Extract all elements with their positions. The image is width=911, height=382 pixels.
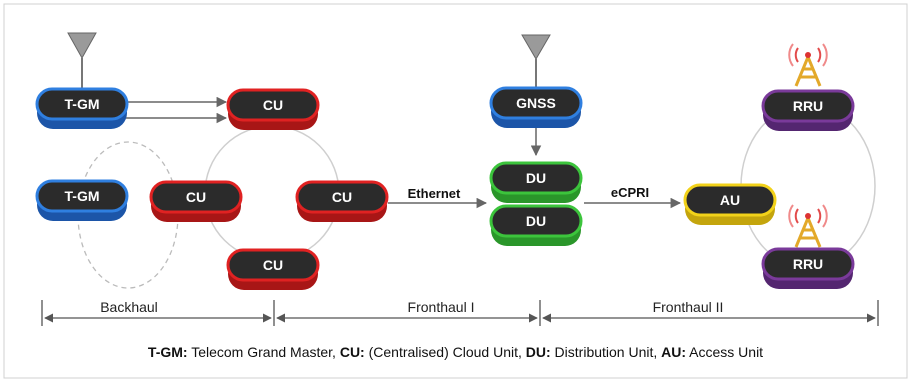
rru-node: RRU (761, 89, 855, 131)
tgm-label: T-GM (65, 188, 100, 204)
rru-node: RRU (761, 247, 855, 289)
cu-node: CU (149, 180, 243, 222)
du-label: DU (526, 170, 546, 186)
du-node: DU (489, 204, 583, 246)
legend-text: Distribution Unit, (550, 344, 662, 360)
tgm-node: T-GM (35, 179, 129, 221)
cu-label: CU (263, 257, 283, 273)
legend-item: CU: (Centralised) Cloud Unit, (340, 344, 526, 360)
antenna-icon (67, 32, 97, 88)
legend-text: Access Unit (686, 344, 764, 360)
legend: T-GM: Telecom Grand Master, CU: (Central… (0, 344, 911, 360)
legend-key: AU: (661, 344, 687, 360)
legend-text: (Centralised) Cloud Unit, (364, 344, 526, 360)
legend-item: AU: Access Unit (661, 344, 763, 360)
au-label: AU (720, 192, 740, 208)
legend-item: DU: Distribution Unit, (526, 344, 661, 360)
cu-label: CU (332, 189, 352, 205)
cu-label: CU (263, 97, 283, 113)
diagram-frame (3, 3, 908, 379)
legend-item: T-GM: Telecom Grand Master, (148, 344, 340, 360)
cell-tower-icon (788, 43, 828, 87)
cu-node: CU (226, 88, 320, 130)
gnss-node: GNSS (489, 86, 583, 128)
du-node: DU (489, 161, 583, 203)
tgm-label: T-GM (65, 96, 100, 112)
rru-label: RRU (793, 256, 823, 272)
rru-label: RRU (793, 98, 823, 114)
du-label: DU (526, 213, 546, 229)
tgm-node: T-GM (35, 87, 129, 129)
legend-key: CU: (339, 344, 365, 360)
antenna-icon (521, 34, 551, 87)
legend-key: T-GM: (147, 344, 188, 360)
legend-key: DU: (525, 344, 551, 360)
cu-node: CU (295, 180, 389, 222)
fronthaul-1-label: Fronthaul I (408, 299, 475, 315)
gnss-label: GNSS (516, 95, 556, 111)
cell-tower-icon (788, 204, 828, 248)
legend-text: Telecom Grand Master, (187, 344, 340, 360)
cu-label: CU (186, 189, 206, 205)
au-node: AU (683, 183, 777, 225)
segment-scale (41, 300, 879, 326)
fronthaul-2-label: Fronthaul II (653, 299, 724, 315)
backhaul-label: Backhaul (100, 299, 158, 315)
ecpri-label: eCPRI (611, 185, 649, 200)
cu-node: CU (226, 248, 320, 290)
ethernet-label: Ethernet (408, 186, 461, 201)
